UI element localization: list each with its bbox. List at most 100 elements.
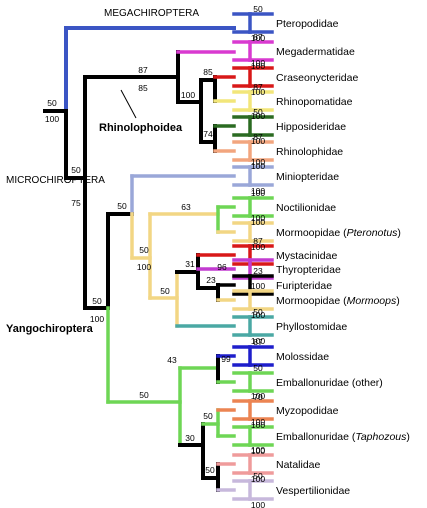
support-values: 5010087100100100871005010087100100100100… — [45, 4, 265, 508]
support-value: 74 — [203, 129, 213, 139]
taxon-genus: Taphozous — [355, 431, 407, 443]
support-value: 23 — [253, 266, 263, 276]
support-value: 75 — [71, 198, 81, 208]
support-value: 99 — [221, 354, 231, 364]
taxon-label: Phyllostomidae — [276, 321, 347, 333]
clade-label-megachiroptera: MEGACHIROPTERA — [104, 8, 199, 19]
support-value: 87 — [253, 82, 263, 92]
clade-label-rhinolophoidea: Rhinolophoidea — [99, 122, 183, 134]
support-value: 100 — [251, 87, 265, 97]
support-value: 100 — [251, 136, 265, 146]
taxon-label: Mormoopidae (Pteronotus) — [276, 227, 401, 239]
taxon-genus: Pteronotus — [347, 227, 399, 239]
support-value: 100 — [45, 114, 59, 124]
support-value: 100 — [137, 262, 151, 272]
taxon-label: Thyropteridae — [276, 264, 341, 276]
support-value: 85 — [138, 83, 148, 93]
support-value: 100 — [251, 61, 265, 71]
taxon-name: Miniopteridae — [276, 171, 339, 183]
support-value: 100 — [251, 213, 265, 223]
support-value: 50 — [139, 390, 149, 400]
support-value: 87 — [253, 32, 263, 42]
support-value: 50 — [253, 4, 263, 14]
taxon-label: Mystacinidae — [276, 250, 337, 262]
taxon-name: Megadermatidae — [276, 46, 355, 58]
taxon-label: Emballonuridae (other) — [276, 377, 383, 389]
taxon-name: Hipposideridae — [276, 121, 346, 133]
taxon-name: Mormoopidae ( — [276, 295, 347, 307]
support-value: 100 — [251, 500, 265, 508]
taxon-name: Craseonycteridae — [276, 72, 358, 84]
support-value: 23 — [206, 275, 216, 285]
taxon-name: Furipteridae — [276, 280, 332, 292]
taxon-close: ) — [397, 227, 401, 239]
clade-label-yangochiroptera: Yangochiroptera — [6, 323, 94, 335]
support-value: 100 — [251, 281, 265, 291]
taxon-name: Myzopodidae — [276, 405, 339, 417]
support-value: 100 — [251, 242, 265, 252]
support-value: 87 — [138, 65, 148, 75]
taxon-label: Vespertilionidae — [276, 485, 350, 497]
support-value: 50 — [253, 307, 263, 317]
support-value: 100 — [251, 157, 265, 167]
taxon-label: Natalidae — [276, 459, 321, 471]
taxon-name: Emballonuridae (other) — [276, 377, 383, 389]
taxon-name: Phyllostomidae — [276, 321, 347, 333]
support-value: 50 — [117, 201, 127, 211]
taxon-label: Noctilionidae — [276, 202, 336, 214]
support-value: 30 — [185, 433, 195, 443]
support-value: 100 — [251, 474, 265, 484]
support-value: 43 — [167, 355, 177, 365]
support-value: 85 — [203, 67, 213, 77]
support-value: 100 — [251, 310, 265, 320]
taxon-label: Furipteridae — [276, 280, 332, 292]
support-value: 50 — [92, 296, 102, 306]
support-value: 100 — [251, 217, 265, 227]
support-value: 50 — [139, 245, 149, 255]
taxon-label: Myzopodidae — [276, 405, 339, 417]
support-value: 100 — [251, 58, 265, 68]
taxon-name: Thyropteridae — [276, 264, 341, 276]
support-value: 50 — [205, 465, 215, 475]
support-value: 50 — [253, 363, 263, 373]
support-value: 31 — [185, 259, 195, 269]
support-value: 100 — [181, 90, 195, 100]
support-value: 50 — [253, 471, 263, 481]
taxon-name: Emballonuridae ( — [276, 431, 356, 443]
taxon-label: Rhinolophidae — [276, 146, 343, 158]
taxon-label: Rhinopomatidae — [276, 96, 353, 108]
support-value: 96 — [217, 262, 227, 272]
taxon-name: Rhinopomatidae — [276, 96, 353, 108]
support-value: 50 — [47, 98, 57, 108]
taxon-name: Molossidae — [276, 351, 329, 363]
support-value: 50 — [160, 286, 170, 296]
support-value: 100 — [251, 445, 265, 455]
support-value: 50 — [203, 411, 213, 421]
support-value: 100 — [251, 391, 265, 401]
support-value: 100 — [251, 111, 265, 121]
taxon-name: Noctilionidae — [276, 202, 336, 214]
tree-labels: MEGACHIROPTERA MICROCHIROPTERA Rhinoloph… — [6, 8, 199, 335]
taxon-label: Pteropodidae — [276, 18, 339, 30]
support-value: 50 — [253, 107, 263, 117]
tree-branches — [43, 12, 274, 501]
support-value: 100 — [251, 161, 265, 171]
support-value: 100 — [251, 186, 265, 196]
support-value: 100 — [251, 188, 265, 198]
rhinolophoidea-pointer-line — [120, 89, 137, 119]
support-value: 87 — [253, 132, 263, 142]
taxon-label: Emballonuridae (Taphozous) — [276, 431, 410, 443]
taxon-name: Rhinolophidae — [276, 146, 343, 158]
taxon-close: ) — [396, 295, 400, 307]
support-value: 87 — [253, 337, 263, 347]
taxon-labels: PteropodidaeMegadermatidaeCraseonycterid… — [276, 18, 410, 497]
support-value: 63 — [181, 202, 191, 212]
clade-label-microchiroptera: MICROCHIROPTERA — [6, 175, 105, 186]
support-value: 100 — [251, 336, 265, 346]
taxon-name: Vespertilionidae — [276, 485, 350, 497]
taxon-name: Pteropodidae — [276, 18, 339, 30]
taxon-label: Mormoopidae (Mormoops) — [276, 295, 400, 307]
taxon-label: Megadermatidae — [276, 46, 355, 58]
